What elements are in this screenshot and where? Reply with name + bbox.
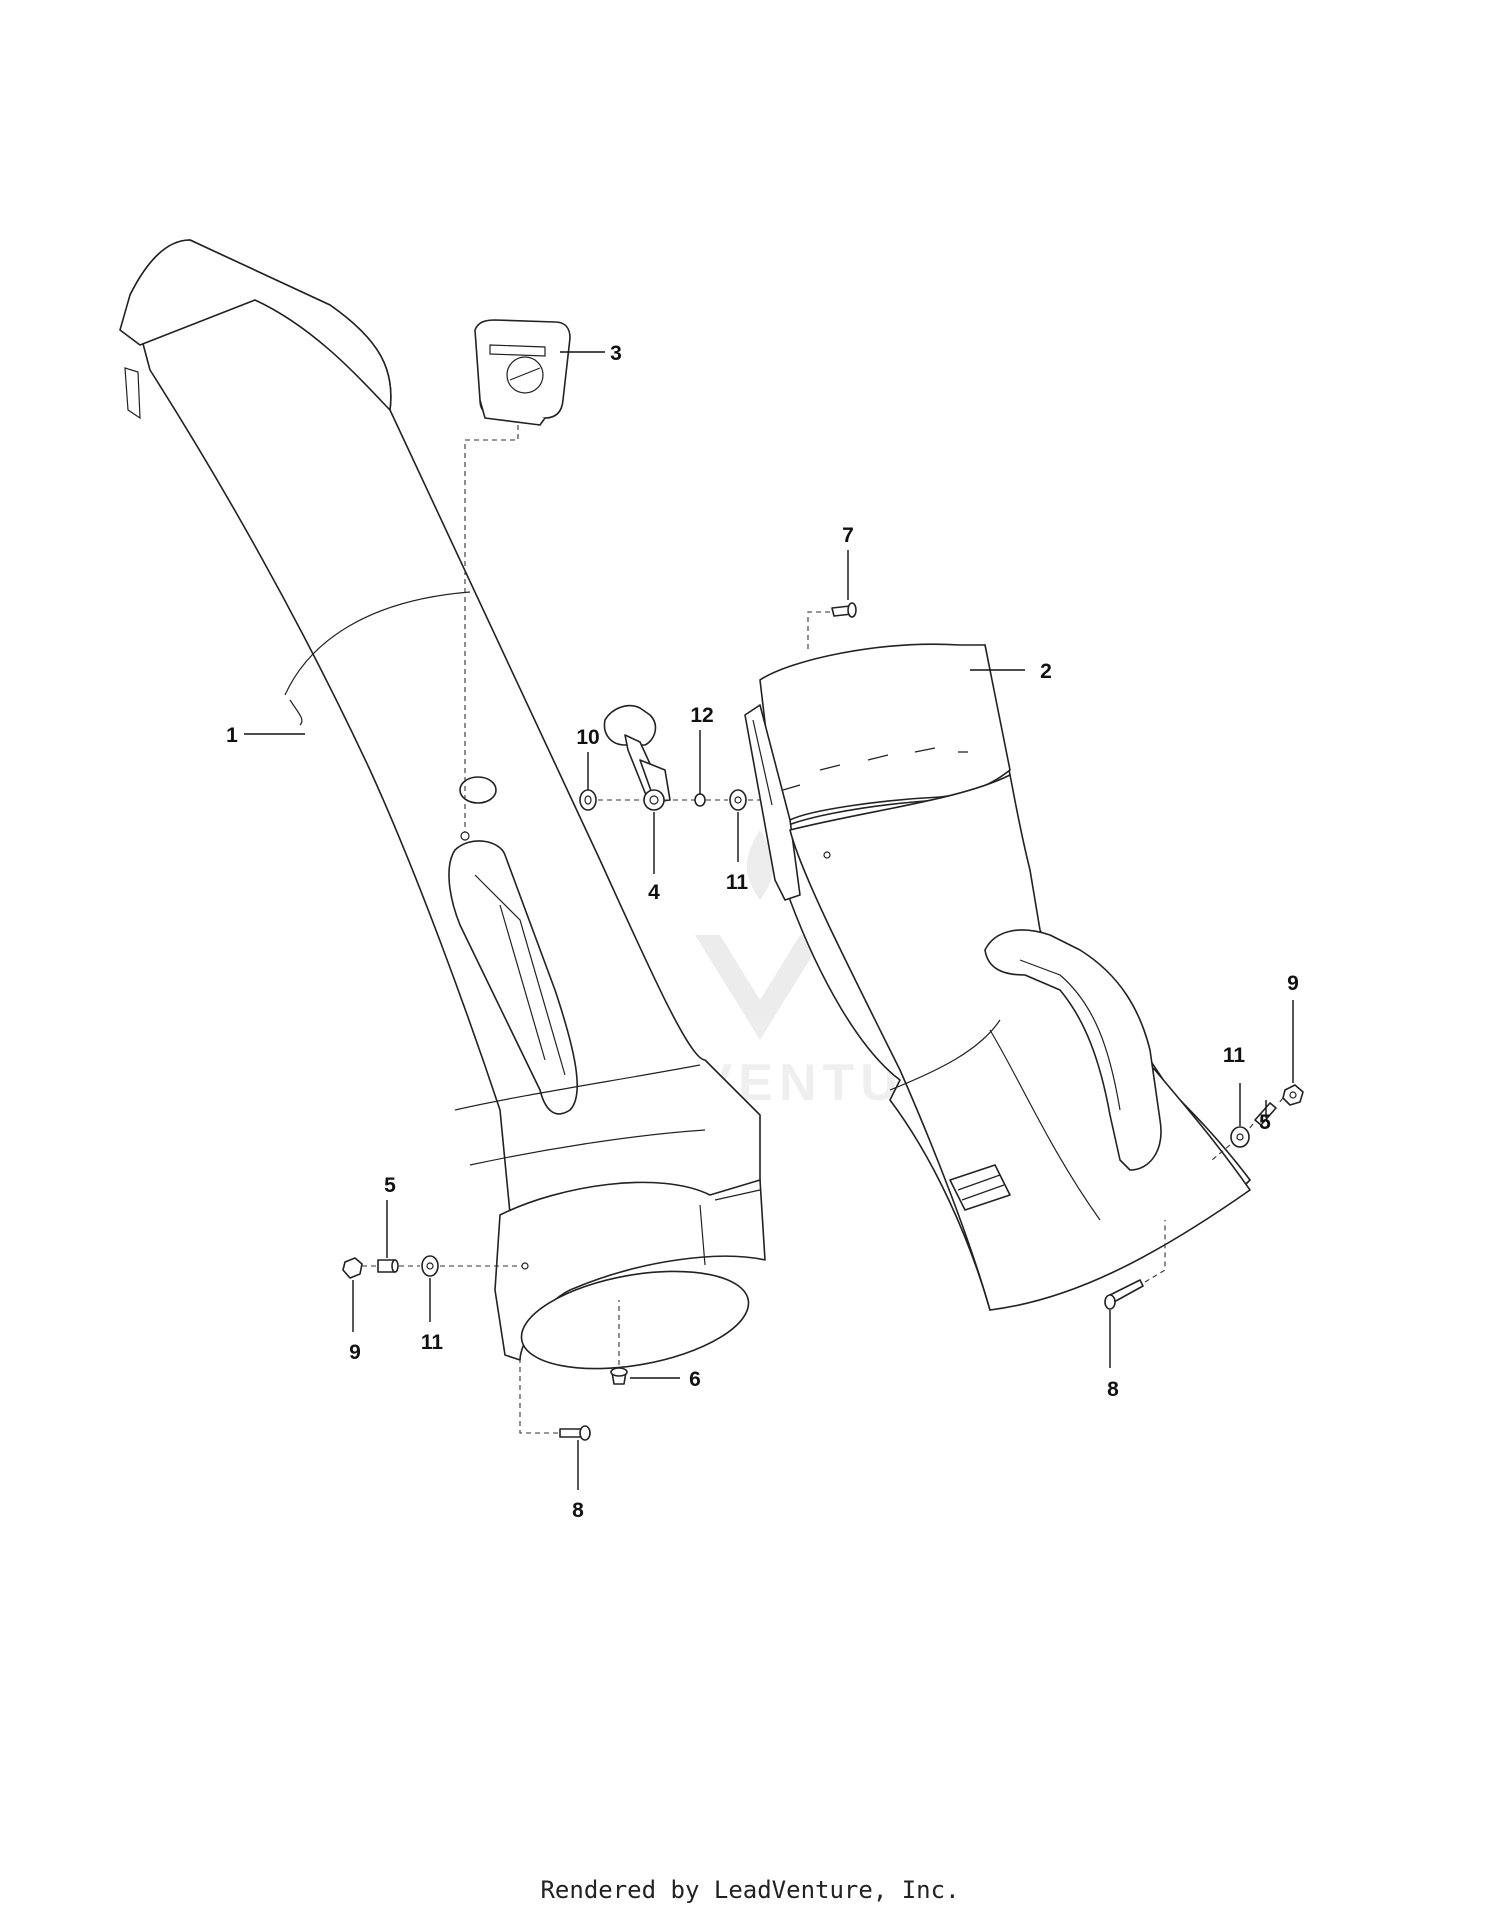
tube-hole <box>459 776 497 804</box>
callout-2: 2 <box>1040 660 1052 683</box>
callout-4: 4 <box>648 881 660 904</box>
callout-5a: 5 <box>384 1174 396 1197</box>
part-9-nut-left <box>342 1257 363 1279</box>
part-7-screw <box>831 602 857 618</box>
part-4-lever <box>603 704 671 811</box>
callout-3: 3 <box>610 342 622 365</box>
callout-6: 6 <box>689 1368 701 1391</box>
callout-8a: 8 <box>572 1499 584 1522</box>
watermark-logo <box>695 830 825 1040</box>
part-6-screw <box>610 1367 628 1385</box>
part-8-bolt-right <box>1104 1279 1144 1310</box>
callout-1: 1 <box>226 724 238 747</box>
callout-11c: 11 <box>1223 1044 1246 1067</box>
part-5-bolt-left <box>377 1259 399 1273</box>
part-11-washer-left <box>421 1255 439 1277</box>
part-11-washer-right <box>1230 1126 1250 1148</box>
part-12-pin <box>694 793 706 807</box>
handle-grip <box>984 929 1162 1171</box>
part-2-handle-housing <box>744 643 1251 1311</box>
callout-11b: 11 <box>726 871 749 894</box>
callout-5b: 5 <box>1259 1111 1271 1134</box>
callout-9a: 9 <box>349 1341 361 1364</box>
tube-slot <box>448 840 579 1115</box>
callout-12: 12 <box>690 704 713 727</box>
callout-11a: 11 <box>421 1331 444 1354</box>
part-3-switch-cover <box>474 319 571 426</box>
callout-10: 10 <box>576 726 599 749</box>
part-8-bolt-left <box>559 1425 591 1441</box>
callout-8b: 8 <box>1107 1378 1119 1401</box>
part-1-blower-tube <box>119 239 766 1370</box>
callout-7: 7 <box>842 524 854 547</box>
part-9-nut-right <box>1282 1084 1304 1106</box>
footer-credit: Rendered by LeadVenture, Inc. <box>540 1876 960 1904</box>
part-10-washer <box>579 789 597 811</box>
part-11-washer-center <box>729 789 747 811</box>
callout-9b: 9 <box>1287 972 1299 995</box>
